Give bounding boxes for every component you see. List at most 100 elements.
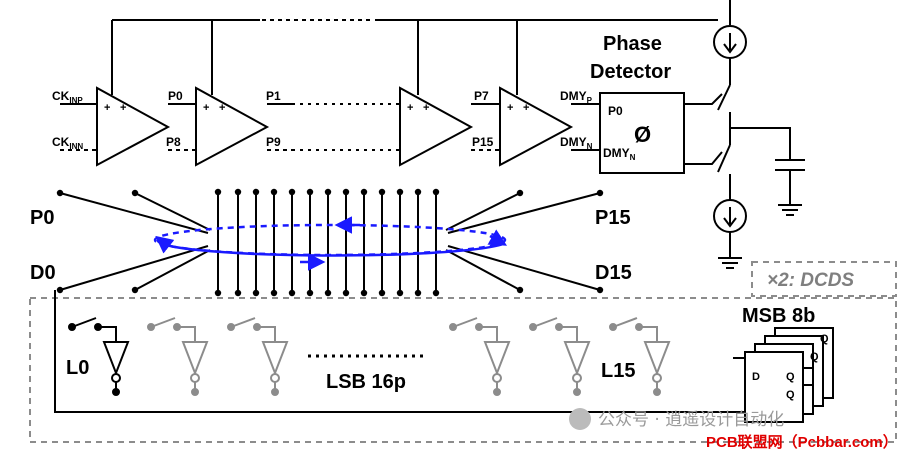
svg-text:Detector: Detector: [590, 61, 671, 83]
bus-fanout: [56, 188, 604, 297]
svg-text:+: +: [219, 102, 225, 114]
svg-text:P9: P9: [266, 135, 281, 149]
bus-node: [324, 188, 332, 196]
dcds-tag-box: [751, 261, 897, 297]
bus-node: [131, 286, 139, 294]
d0-bus-line: [54, 290, 760, 413]
svg-text:P1: P1: [266, 89, 281, 103]
bus-node: [360, 289, 368, 297]
ring-arrow-down: [487, 229, 508, 246]
bus-node: [342, 188, 350, 196]
bus-node: [270, 289, 278, 297]
ring-oscillator: [60, 18, 718, 151]
bus-wire: [445, 192, 521, 231]
ck-inn-label: CKINN: [52, 135, 83, 151]
svg-text:P8: P8: [166, 135, 181, 149]
svg-text:P0: P0: [608, 104, 623, 118]
bus-wire: [447, 192, 601, 234]
svg-text:+: +: [203, 102, 209, 114]
svg-text:Q: Q: [786, 371, 795, 383]
latch-cell: [68, 317, 130, 396]
svg-text:P0: P0: [168, 89, 183, 103]
bus-node: [378, 289, 386, 297]
delay-stage-2: [399, 86, 500, 167]
svg-text:+: +: [104, 102, 110, 114]
svg-text:+: +: [523, 102, 529, 114]
svg-text:Q: Q: [810, 351, 819, 363]
watermark: 公众号 · 逍遥设计自动化 PCB联盟网（Pcbbar.com）: [569, 408, 898, 451]
latch-first-label: L0: [66, 357, 89, 379]
bus-node: [56, 189, 64, 197]
delay-stage-1: [195, 86, 400, 167]
stage-output-labels: P0 P8 P1 P9 P7 P15 DMYP DMYN: [166, 89, 593, 151]
svg-text:Q: Q: [786, 389, 795, 401]
bus-node: [516, 286, 524, 294]
svg-text:P7: P7: [474, 89, 489, 103]
bus-node: [414, 289, 422, 297]
bus-node: [288, 289, 296, 297]
bus-node: [596, 286, 604, 294]
bus-node: [306, 289, 314, 297]
latch-cell: [147, 317, 209, 396]
bus-node: [131, 189, 139, 197]
latch-cell: [529, 317, 591, 396]
ring-arrow-up: [155, 235, 175, 254]
bus-node: [252, 188, 260, 196]
phase-symbol: Ø: [634, 122, 651, 147]
site-watermark: PCB联盟网（Pcbbar.com）: [706, 433, 898, 451]
ff-labels: D Q Q Q Q: [752, 333, 829, 401]
bus-node: [234, 289, 242, 297]
svg-text:DMYN: DMYN: [560, 135, 593, 151]
bus-node: [596, 189, 604, 197]
plus-signs: + + + + + + + +: [104, 102, 529, 114]
bus-node: [56, 286, 64, 294]
bus-node: [234, 188, 242, 196]
dcds-boundary: [29, 297, 897, 443]
latch-array: [68, 317, 671, 396]
bus-node: [414, 188, 422, 196]
bus-node: [342, 289, 350, 297]
bus-node: [432, 188, 440, 196]
bus-node: [378, 188, 386, 196]
bus-label-d15: D15: [595, 262, 632, 284]
bus-node: [516, 189, 524, 197]
bus-node: [396, 289, 404, 297]
svg-text:Phase: Phase: [603, 33, 662, 55]
bus-node: [288, 188, 296, 196]
bus-wire: [445, 249, 521, 291]
svg-text:Q: Q: [820, 333, 829, 345]
svg-text:P15: P15: [472, 135, 494, 149]
bus-node: [214, 188, 222, 196]
svg-text:DMYP: DMYP: [560, 89, 593, 105]
ck-inp-label: CKINP: [52, 89, 83, 105]
latch-last-label: L15: [601, 360, 635, 382]
msb-flipflops: [733, 327, 834, 423]
delay-stage-dummy: [499, 86, 600, 167]
delay-stage-0: [96, 86, 196, 167]
latch-cell: [609, 317, 671, 396]
bus-wire: [447, 245, 601, 291]
svg-text:D: D: [752, 371, 760, 383]
phase-detector: Phase Detector P0 DMYN Ø: [590, 33, 723, 174]
bus-node: [214, 289, 222, 297]
bus-label-d0: D0: [30, 262, 56, 284]
bus-node: [360, 188, 368, 196]
svg-text:公众号 · 逍遥设计自动化: 公众号 · 逍遥设计自动化: [598, 410, 784, 430]
svg-text:+: +: [507, 102, 513, 114]
bus-node: [396, 188, 404, 196]
bus-node: [270, 188, 278, 196]
bus-wire: [134, 192, 211, 231]
bus-wire: [134, 249, 211, 291]
bus-wire: [59, 245, 209, 291]
svg-text:+: +: [423, 102, 429, 114]
charge-pump: [713, 0, 805, 269]
svg-text:DMYN: DMYN: [603, 146, 636, 162]
latch-cell: [449, 317, 511, 396]
svg-text:+: +: [120, 102, 126, 114]
bus-node: [252, 289, 260, 297]
lsb-label: LSB 16p: [326, 371, 406, 393]
latch-cell: [227, 317, 289, 396]
svg-text:+: +: [407, 102, 413, 114]
bus-node: [432, 289, 440, 297]
